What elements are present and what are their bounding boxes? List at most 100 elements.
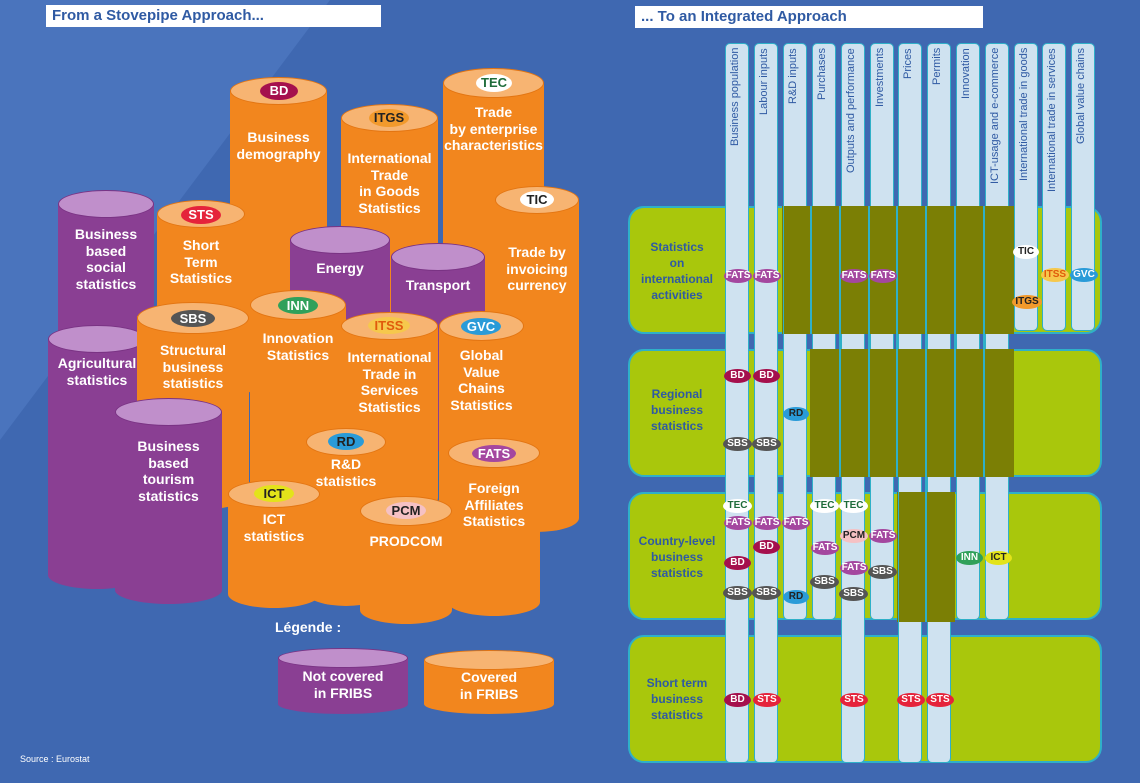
itgs-badge: ITGS — [369, 109, 409, 127]
inn-badge: INN — [278, 297, 318, 314]
innovation-label: Innovation Statistics — [262, 330, 334, 363]
tic-badge: TIC — [520, 191, 554, 208]
cylinder-fats: FATS Foreign Affiliates Statistics — [448, 438, 540, 616]
col-label-rd-inputs: R&D inputs — [787, 48, 799, 104]
tag-itss: ITSS — [1041, 268, 1069, 282]
col-label-outputs: Outputs and performance — [845, 48, 857, 173]
gvc-badge: GVC — [461, 318, 501, 335]
tag-sbs: SBS — [723, 586, 752, 600]
tag-bd: BD — [753, 540, 780, 554]
legend-title: Légende : — [275, 619, 342, 635]
sep — [868, 206, 870, 477]
col-label-permits: Permits — [931, 48, 943, 86]
agricultural-label: Agricultural statistics — [57, 355, 137, 388]
tag-itgs: ITGS — [1012, 295, 1042, 309]
gvc-label: Global Value Chains Statistics — [450, 347, 513, 413]
tag-fats: FATS — [724, 516, 752, 530]
itgs-label: International Trade in Goods Statistics — [347, 150, 432, 216]
sep — [983, 206, 985, 477]
tag-gvc: GVC — [1070, 268, 1098, 282]
tag-fats: FATS — [753, 516, 781, 530]
tag-sts: STS — [753, 693, 781, 707]
row-label-country: Country-level business statistics — [638, 534, 716, 580]
row-panel-country — [628, 492, 1102, 620]
ict-badge: ICT — [254, 485, 294, 502]
tag-fats: FATS — [724, 269, 752, 283]
cylinder-tourism: Business based tourism statistics — [115, 398, 222, 604]
tag-sts: STS — [897, 693, 925, 707]
tourism-label: Business based tourism statistics — [137, 438, 200, 504]
tag-tec: TEC — [723, 499, 752, 513]
tag-fats: FATS — [840, 269, 868, 283]
tag-fats: FATS — [782, 516, 810, 530]
tag-sbs: SBS — [810, 575, 839, 589]
tag-pcm: PCM — [840, 529, 868, 543]
sbs-label: Structural business statistics — [159, 342, 227, 391]
tag-sbs: SBS — [723, 437, 752, 451]
tag-sbs: SBS — [752, 586, 781, 600]
rd-badge: RD — [328, 433, 364, 450]
col-label-its: International trade in services — [1046, 48, 1058, 192]
sts-label: Short Term Statistics — [169, 237, 233, 286]
col-label-purchases: Purchases — [816, 48, 828, 100]
source-note: Source : Eurostat — [20, 754, 90, 764]
olive-overlay-intl — [784, 206, 1012, 334]
tag-rd: RD — [783, 407, 809, 421]
prodcom-label: PRODCOM — [369, 533, 443, 549]
tag-fats: FATS — [869, 269, 897, 283]
tag-inn: INN — [956, 551, 983, 565]
tec-label: Trade by enterprise characteristics — [444, 104, 543, 153]
col-label-innovation: Innovation — [960, 48, 972, 99]
tag-bd: BD — [753, 369, 780, 383]
column-gvc — [1071, 43, 1095, 331]
tag-fats: FATS — [840, 561, 868, 575]
itss-badge: ITSS — [368, 317, 410, 334]
col-label-gvc: Global value chains — [1075, 48, 1087, 145]
ict-label: ICT statistics — [243, 511, 305, 544]
row-label-short-term: Short term business statistics — [646, 676, 708, 722]
col-label-investments: Investments — [874, 48, 886, 108]
column-its — [1042, 43, 1066, 331]
tag-ict: ICT — [985, 551, 1012, 565]
column-itg — [1014, 43, 1038, 331]
sep — [839, 206, 841, 477]
col-label-prices: Prices — [902, 48, 914, 79]
legend-covered: Covered in FRIBS — [424, 650, 554, 714]
tag-bd: BD — [724, 693, 751, 707]
sbs-badge: SBS — [171, 310, 215, 327]
rd-label: R&D statistics — [315, 456, 377, 489]
row-label-regional: Regional business statistics — [650, 387, 704, 433]
tag-tic: TIC — [1013, 245, 1039, 259]
col-label-itg: International trade in goods — [1018, 48, 1030, 182]
tag-fats: FATS — [811, 541, 839, 555]
col-label-labour-inputs: Labour inputs — [758, 48, 770, 115]
tag-tec: TEC — [810, 499, 839, 513]
tag-sbs: SBS — [752, 437, 781, 451]
tag-sts: STS — [840, 693, 868, 707]
row-label-international: Statistics on international activities — [640, 240, 713, 302]
cylinder-ict: ICT ICT statistics — [228, 480, 320, 608]
tag-bd: BD — [724, 369, 751, 383]
tag-sbs: SBS — [868, 565, 897, 579]
itss-label: International Trade in Services Statisti… — [347, 349, 432, 415]
transport-label: Transport — [405, 277, 471, 293]
legend-not-covered-label: Not covered in FRIBS — [302, 668, 384, 701]
col-label-ict: ICT-usage and e-commerce — [989, 48, 1001, 185]
legend-covered-label: Covered in FRIBS — [459, 669, 519, 702]
column-labour-inputs — [754, 43, 778, 763]
tag-tec: TEC — [839, 499, 868, 513]
bd-label: Business demography — [236, 129, 321, 162]
sep — [954, 206, 956, 477]
left-title: From a Stovepipe Approach... — [46, 5, 381, 27]
fats-label: Foreign Affiliates Statistics — [462, 480, 526, 529]
column-business-population — [725, 43, 749, 763]
tag-fats: FATS — [869, 529, 897, 543]
sts-badge: STS — [181, 206, 221, 224]
olive-overlay-regional — [812, 349, 1012, 477]
sep — [925, 206, 927, 622]
social-label: Business based social statistics — [74, 226, 138, 292]
tag-sts: STS — [926, 693, 954, 707]
tag-sbs: SBS — [839, 587, 868, 601]
right-title: ... To an Integrated Approach — [635, 6, 983, 28]
fats-badge: FATS — [472, 445, 516, 462]
